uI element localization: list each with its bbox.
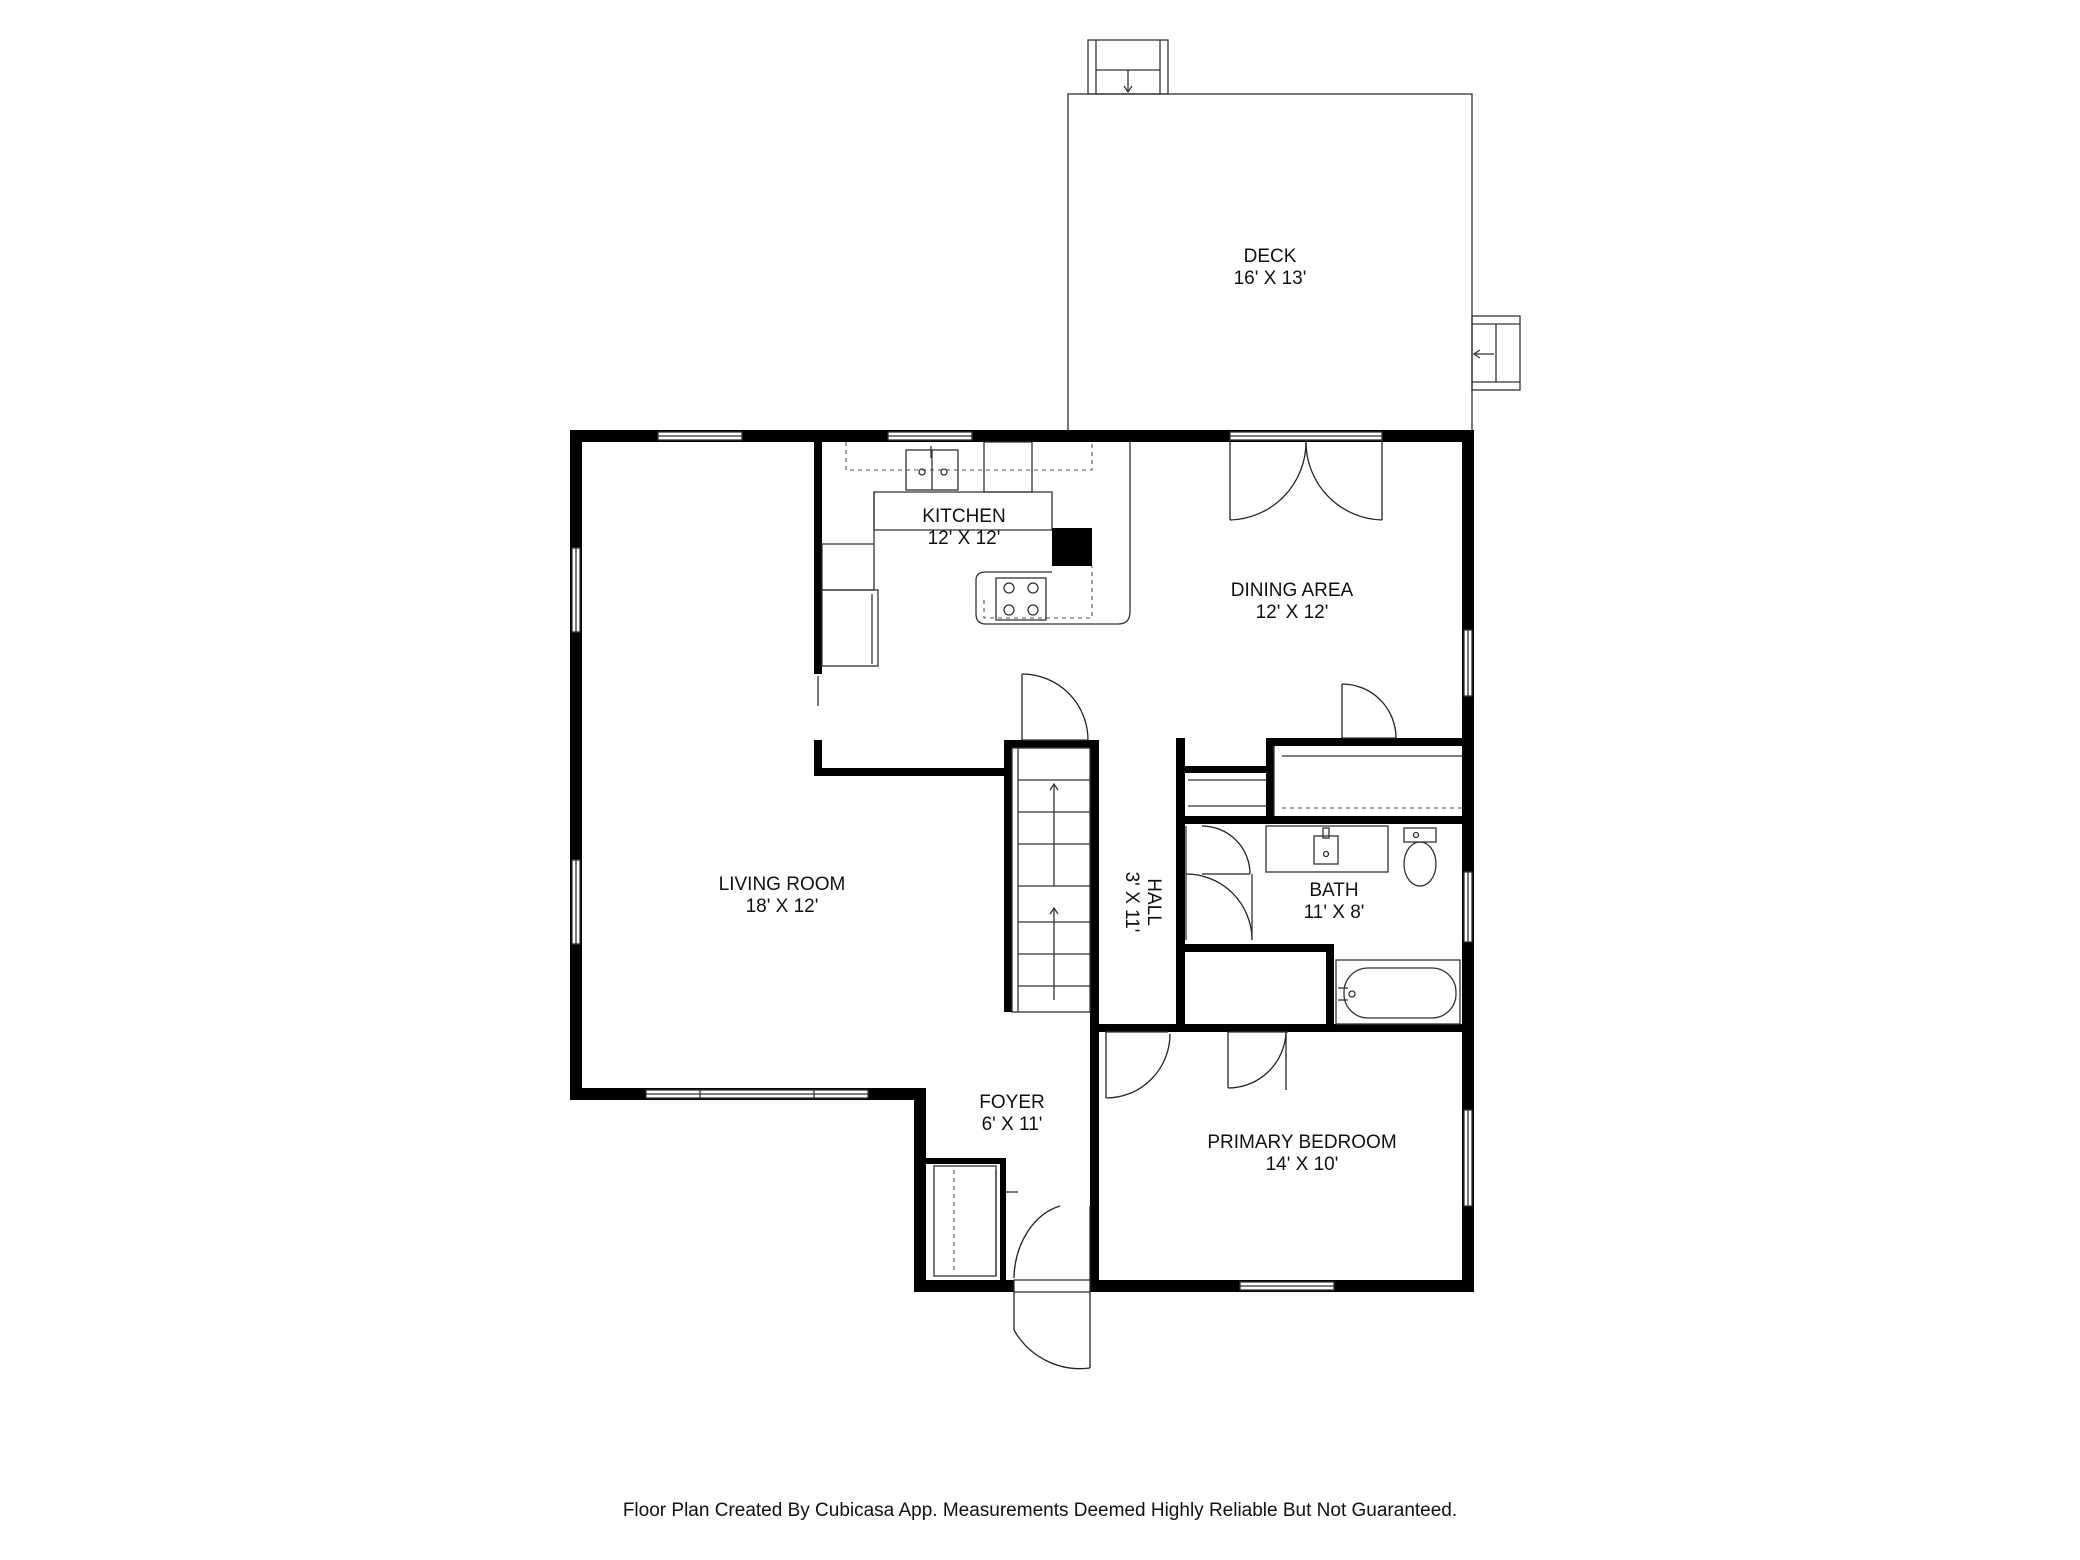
kitchen-name: KITCHEN xyxy=(922,506,1005,527)
kitchen-fixtures xyxy=(817,441,1131,706)
foyer-fixtures xyxy=(933,1165,1091,1370)
bedroom-doors xyxy=(1105,1031,1288,1099)
dining-patio-doors xyxy=(1229,441,1383,521)
windows xyxy=(571,431,1473,1291)
bath-fixtures xyxy=(1185,825,1461,1025)
staircase xyxy=(1011,673,1091,1013)
living-room-name: LIVING ROOM xyxy=(719,874,846,895)
disclaimer-footer: Floor Plan Created By Cubicasa App. Meas… xyxy=(622,1500,1458,1521)
living-room-size: 18' X 12' xyxy=(746,896,819,917)
hall-closets xyxy=(1188,683,1462,816)
deck-area xyxy=(1067,39,1521,433)
deck-size: 16' X 13' xyxy=(1234,268,1307,289)
hall-name: HALL xyxy=(1143,878,1164,926)
primary-bedroom-name: PRIMARY BEDROOM xyxy=(1207,1132,1396,1153)
bath-size: 11' X 8' xyxy=(1304,902,1365,923)
foyer-size: 6' X 11' xyxy=(982,1114,1043,1135)
hall-size: 3' X 11' xyxy=(1121,872,1142,933)
interior-walls xyxy=(814,442,1474,1292)
deck-name: DECK xyxy=(1244,246,1297,267)
room-labels: DECK 16' X 13' KITCHEN 12' X 12' DINING … xyxy=(719,246,1397,1175)
dining-name: DINING AREA xyxy=(1231,580,1354,601)
bath-name: BATH xyxy=(1309,880,1358,901)
kitchen-size: 12' X 12' xyxy=(928,528,1001,549)
primary-bedroom-size: 14' X 10' xyxy=(1266,1154,1339,1175)
foyer-name: FOYER xyxy=(979,1092,1044,1113)
dining-size: 12' X 12' xyxy=(1256,602,1329,623)
